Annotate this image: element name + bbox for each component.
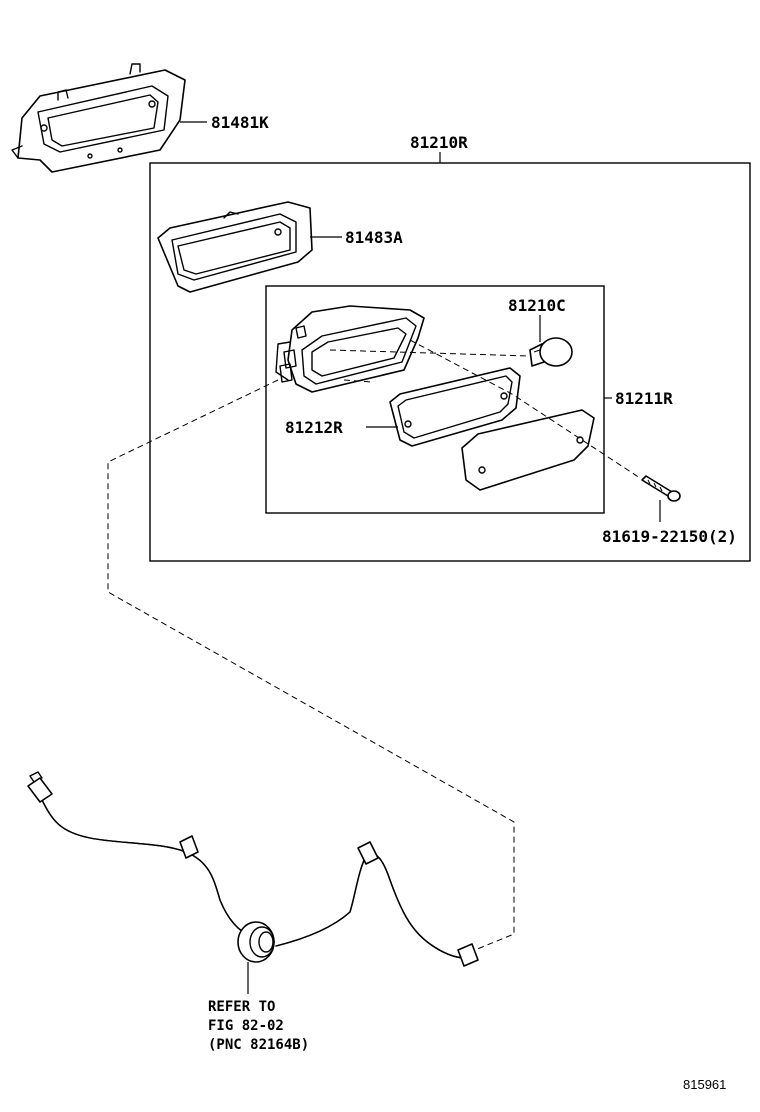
lens-gasket-81212r-part[interactable] (389, 367, 521, 447)
dashline-harness-connection (107, 379, 515, 953)
label-81619-22150: 81619-22150(2) (602, 527, 737, 546)
screw-81619-22150-part[interactable] (641, 475, 681, 502)
label-81210r: 81210R (410, 133, 468, 152)
refer-fig-label: FIG 82-02 (208, 1018, 284, 1034)
dashline-bulb (329, 349, 531, 357)
label-81481k: 81481K (211, 113, 269, 132)
label-81210c: 81210C (508, 296, 566, 315)
bulb-81210c-part[interactable] (529, 337, 573, 367)
assembly-81210r-frame (149, 162, 751, 562)
label-81211r: 81211R (615, 389, 673, 408)
refer-pnc-label: (PNC 82164B) (208, 1037, 309, 1053)
refer-to-label: REFER TO (208, 999, 275, 1015)
dashline-housing (343, 379, 373, 383)
bracket-81481k-part[interactable] (11, 63, 186, 173)
unit-81211r-frame (265, 285, 605, 514)
dashline-screw (409, 339, 641, 479)
diagram-code: 815961 (683, 1077, 726, 1092)
wire-harness-part[interactable] (27, 771, 479, 967)
label-81212r: 81212R (285, 418, 343, 437)
lamp-housing-81211r-part[interactable] (275, 305, 425, 393)
gasket-81483a-part[interactable] (157, 201, 313, 293)
label-81483a: 81483A (345, 228, 403, 247)
